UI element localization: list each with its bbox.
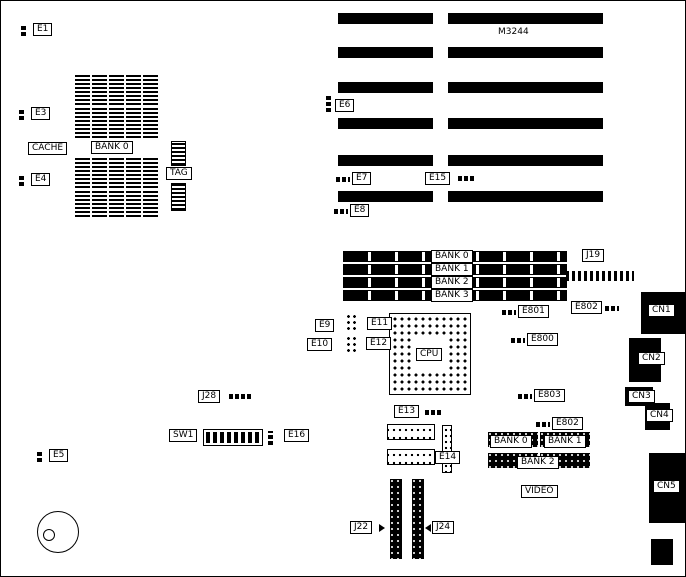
cn3-label: CN3: [628, 390, 655, 403]
video-bank1-label: BANK 1: [544, 435, 586, 448]
isa-slot: [448, 155, 603, 166]
e8-label: E8: [350, 204, 370, 217]
cache-chip-row: [75, 75, 159, 105]
cn2-label: CN2: [638, 352, 665, 365]
cn4-label: CN4: [646, 409, 673, 422]
dip-switch-positions: [206, 432, 260, 443]
isa-slot: [338, 118, 433, 129]
e16-label: E16: [284, 429, 310, 442]
cache-chip-row: [75, 108, 159, 138]
e11-label: E11: [367, 317, 393, 330]
j28-jumper-icon: [229, 394, 253, 399]
e4-jumper-icon: [19, 174, 24, 186]
j22-header: [390, 479, 402, 559]
e16-jumper-icon: [268, 431, 273, 445]
simm-bank0-label: BANK 0: [431, 250, 473, 263]
e802-top-label: E802: [571, 301, 602, 314]
e1-jumper-icon: [21, 24, 26, 36]
e8-jumper-icon: [334, 209, 348, 214]
isa-slot: [338, 191, 433, 202]
isa-slot: [448, 47, 603, 58]
cn5-label: CN5: [653, 480, 680, 493]
video-bank2-label: BANK 2: [517, 456, 559, 469]
isa-slot: [338, 47, 433, 58]
e800-label: E800: [527, 333, 558, 346]
cache-chip-row: [75, 190, 159, 217]
e802-bottom-jumper-icon: [536, 422, 550, 427]
e3-jumper-icon: [19, 108, 24, 120]
cpu-label: CPU: [416, 348, 443, 361]
dip-chip: [387, 449, 435, 465]
e15-jumper-icon: [458, 176, 474, 181]
e1-label: E1: [33, 23, 53, 36]
simm-bank1-label: BANK 1: [431, 263, 473, 276]
dip-chip: [387, 424, 435, 440]
simm-bank3-label: BANK 3: [431, 289, 473, 302]
e5-label: E5: [49, 449, 69, 462]
e14-header: [442, 425, 452, 473]
e4-label: E4: [31, 173, 51, 186]
cache-label: CACHE: [28, 142, 68, 155]
cache-bank0-label: BANK 0: [91, 141, 133, 154]
e5-jumper-icon: [37, 450, 42, 462]
e9-e11-jumper-icon: [346, 314, 359, 333]
isa-slot: [338, 82, 433, 93]
j22-label: J22: [350, 521, 373, 534]
e802-top-jumper-icon: [605, 306, 619, 311]
e10-label: E10: [307, 338, 333, 351]
e7-label: E7: [352, 172, 372, 185]
j24-label: J24: [432, 521, 455, 534]
e800-jumper-icon: [511, 338, 525, 343]
isa-slot: [448, 118, 603, 129]
j24-header: [412, 479, 424, 559]
video-label: VIDEO: [521, 485, 558, 498]
e14-label: E14: [435, 451, 461, 464]
isa-slot: [338, 155, 433, 166]
e803-label: E803: [534, 389, 565, 402]
e801-label: E801: [518, 305, 549, 318]
tag-chip: [171, 183, 186, 211]
e9-label: E9: [315, 319, 335, 332]
tag-chip: [171, 141, 186, 166]
sw1-label: SW1: [169, 429, 198, 442]
cn1-label: CN1: [648, 304, 675, 317]
j19-connector: [566, 271, 634, 281]
e15-label: E15: [425, 172, 451, 185]
e803-jumper-icon: [518, 394, 532, 399]
isa-slot: [448, 191, 603, 202]
video-bank0-label: BANK 0: [490, 435, 532, 448]
e3-label: E3: [31, 107, 51, 120]
isa-slot: [338, 13, 433, 24]
tag-label: TAG: [166, 167, 192, 180]
e13-label: E13: [394, 405, 420, 418]
e6-jumper-icon: [326, 96, 331, 112]
isa-slot: [448, 82, 603, 93]
j22-arrow-icon: [379, 524, 385, 532]
power-connector: [651, 539, 673, 565]
j19-label: J19: [582, 249, 605, 262]
e10-e12-jumper-icon: [346, 336, 359, 352]
dip-switch-sw1: [203, 429, 263, 446]
battery-notch-icon: [43, 529, 55, 541]
e801-jumper-icon: [502, 310, 516, 315]
j24-arrow-icon: [425, 524, 431, 532]
e802-bottom-label: E802: [552, 417, 583, 430]
e12-label: E12: [366, 337, 392, 350]
e13-jumper-icon: [425, 410, 441, 415]
j28-label: J28: [198, 390, 221, 403]
e6-label: E6: [335, 99, 355, 112]
isa-slot: [448, 13, 603, 24]
e7-jumper-icon: [336, 177, 350, 182]
cache-chip-row: [75, 158, 159, 188]
simm-bank2-label: BANK 2: [431, 276, 473, 289]
part-number-label: M3244: [498, 27, 529, 37]
